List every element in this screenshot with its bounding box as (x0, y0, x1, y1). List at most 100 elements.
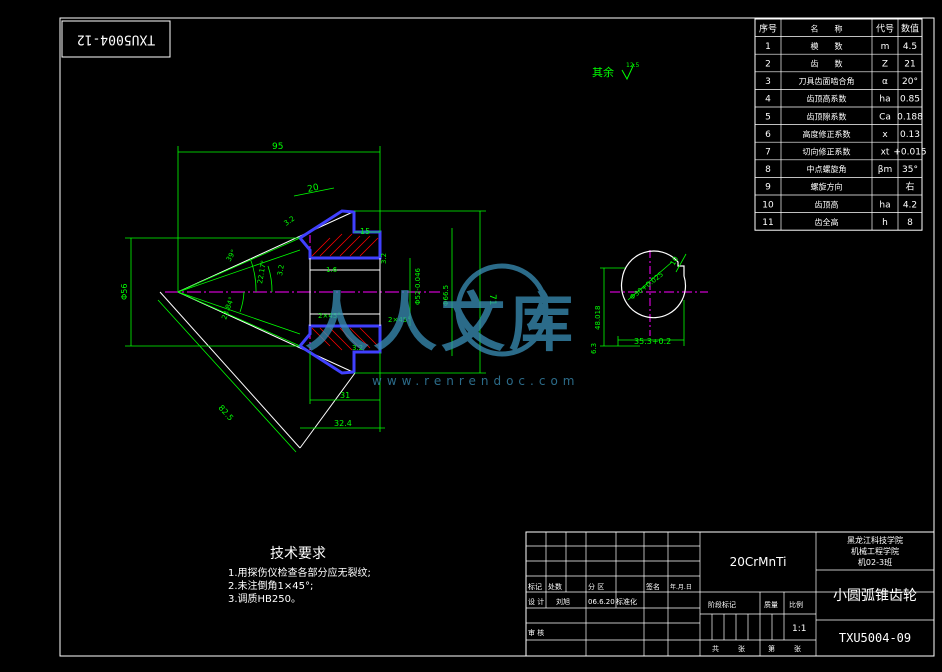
tb-school-3: 机02-3班 (858, 557, 892, 567)
param-table-cell: 3 (765, 77, 771, 87)
param-table-cell: 8 (907, 218, 913, 228)
param-table-cell: 0.188 (897, 112, 923, 122)
watermark: 人人文库 www.renrendoc.com (305, 263, 579, 388)
keyway-roughness: 6.3 (590, 343, 598, 354)
roughness-1-6: 1.6 (326, 266, 338, 274)
tb-school-2: 机械工程学院 (851, 546, 899, 556)
keyway-outline (620, 250, 687, 319)
keyway-width: 35.3+0.2 (634, 337, 671, 346)
rotated-code-box: TXU5004-12 (61, 20, 171, 58)
roughness-symbol-icon (621, 63, 635, 81)
tb-label-chushu: 处数 (548, 582, 562, 591)
param-table-cell: 6 (765, 130, 771, 140)
param-table-header: 代号 (876, 23, 894, 34)
rotated-drawing-code: TXU5004-12 (77, 32, 155, 47)
param-table-cell: Ca (879, 112, 891, 122)
param-table-cell: m (881, 42, 890, 52)
tb-label-biaozhunhua: 标准化 (616, 597, 637, 606)
surface-finish-note: 其余 12.5 (592, 62, 640, 81)
tb-label-shenhe: 审 核 (528, 628, 544, 637)
param-table-cell: 齿 数 (811, 59, 843, 69)
param-table-cell: 切向修正系数 (803, 147, 851, 157)
param-table-cell: 齿顶高系数 (807, 94, 847, 104)
tb-material: 20CrMnTi (730, 555, 787, 569)
param-table-header: 名 称 (811, 23, 843, 33)
tb-label-gong: 共 (712, 644, 719, 653)
param-table-cell: Z (882, 60, 888, 70)
keyway-section-view: Φ30+0.025 48.018 35.3+0.2 10 6.3 (590, 250, 708, 354)
tb-label-di: 第 (768, 644, 775, 653)
roughness-3-2-a: 3.2 (283, 215, 297, 228)
param-table-cell: 20° (902, 77, 918, 87)
dim-outer-dia: Φ66.5 (442, 285, 450, 306)
param-table-cell: 齿顶高 (815, 199, 839, 209)
param-table-cell: 21 (904, 60, 915, 70)
param-table-cell: 10 (762, 200, 774, 210)
tb-design-date: 06.6.20 (588, 598, 615, 606)
dim-82-5: 82.5 (217, 403, 236, 422)
dim-31: 31 (340, 391, 350, 400)
tb-label-zhang1: 张 (738, 644, 745, 653)
watermark-text: 人人文库 (305, 287, 577, 361)
param-table-cell: +0.015 (893, 148, 926, 158)
dim-chamfer-2: 2×45° (388, 316, 411, 324)
param-table-cell: 右 (905, 181, 914, 193)
tb-drawing-number: TXU5004-09 (839, 631, 911, 645)
tb-designer-name: 刘旭 (556, 597, 570, 606)
dim-angle-1: 39° (225, 248, 238, 263)
dim-chamfer-1: 2×45° (318, 312, 341, 320)
tech-req-item-1: 1.用探伤仪检查各部分应无裂纹; (228, 566, 371, 579)
param-table-cell: 4.2 (903, 200, 917, 210)
dim-95: 95 (272, 142, 283, 152)
roughness-3-2-d: 3.2 (380, 253, 388, 264)
tech-req-item-2: 2.未注倒角1×45°; (228, 579, 313, 592)
param-table-cell: 4 (765, 95, 771, 105)
tb-label-date-fmt: 年.月.日 (670, 583, 692, 591)
param-table-cell: 0.13 (900, 130, 920, 140)
tb-label-zhiliang: 质量 (764, 600, 778, 609)
param-table-cell: 1 (765, 42, 771, 52)
section-hatch (311, 233, 379, 351)
param-table-cell: 11 (762, 218, 773, 228)
dim-56: Φ56 (120, 284, 129, 300)
watermark-url: www.renrendoc.com (372, 374, 579, 388)
tb-label-biaoji: 标记 (528, 582, 542, 591)
dim-71: 71 (487, 294, 497, 305)
tb-scale: 1:1 (792, 624, 806, 634)
param-table-cell: 35° (902, 165, 918, 175)
param-table-cell: 8 (765, 165, 771, 175)
dim-20: 20 (307, 183, 321, 195)
param-table-cell: α (882, 77, 888, 87)
param-table-cell: 高度修正系数 (803, 129, 851, 139)
tb-label-qianming: 签名 (646, 582, 660, 591)
keyway-tolerance: 10 (669, 255, 680, 267)
param-table-cell: 刀具齿面啮合角 (799, 76, 855, 86)
param-table-cell: 齿顶隙系数 (807, 111, 847, 121)
param-table-cell: 中点螺旋角 (807, 164, 847, 174)
param-table-cell: 7 (765, 148, 771, 158)
param-table-cell: 螺旋方向 (811, 182, 843, 192)
param-table-cell: 0.85 (900, 95, 920, 105)
surface-finish-value: 12.5 (626, 62, 640, 69)
tech-req-item-3: 3.调质HB250。 (228, 593, 301, 605)
dim-32-4: 32.4 (334, 419, 352, 428)
param-table-cell: 5 (765, 112, 771, 122)
tb-label-zhang2: 张 (794, 644, 801, 653)
param-table-cell: 9 (765, 183, 771, 193)
title-block: 标记 处数 分 区 签名 年.月.日 设 计 刘旭 06.6.20 标准化 审 … (525, 531, 935, 657)
roughness-3-2-c: 3.2 (352, 344, 363, 352)
param-table-cell: 齿全高 (815, 217, 839, 227)
param-table-cell: h (882, 218, 888, 228)
tb-label-jieduan: 阶段标记 (708, 600, 736, 609)
gear-main-view (159, 209, 440, 449)
param-table-cell: 4.5 (903, 42, 917, 52)
roughness-3-2-b: 3.2 (276, 264, 286, 276)
dim-inner-bore: Φ52-0.046 (414, 267, 422, 305)
param-table-cell: ha (879, 200, 890, 210)
param-table-cell: xt (881, 148, 890, 158)
param-table-header: 数值 (901, 22, 919, 34)
param-table-header: 序号 (759, 22, 777, 34)
param-table-cell: βm (878, 165, 893, 175)
